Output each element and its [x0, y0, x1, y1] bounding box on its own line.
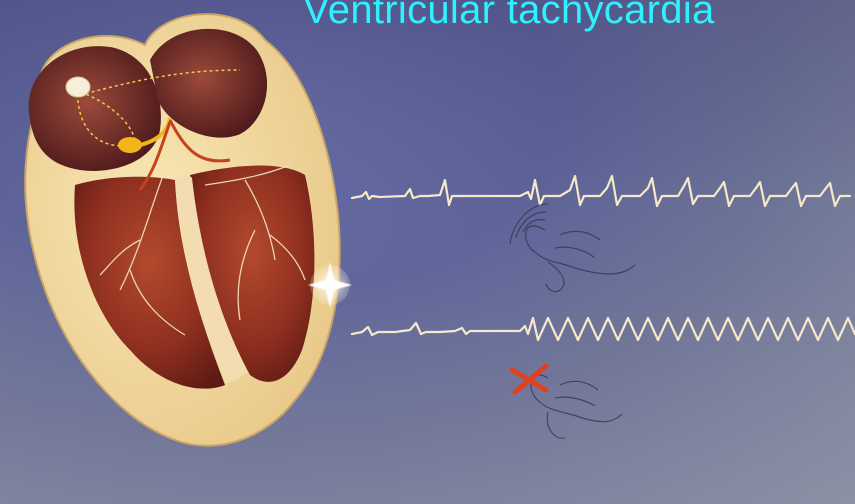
heart-illustration	[25, 14, 352, 446]
ecg-strip-normal-then-extra-beats	[352, 176, 850, 206]
slide-title: Ventricular tachycardia	[303, 0, 715, 33]
pulse-palpation-hand-icon	[510, 204, 635, 292]
ecg-strip-sustained-run	[352, 318, 855, 340]
no-pulse-hand-icon	[512, 366, 622, 438]
